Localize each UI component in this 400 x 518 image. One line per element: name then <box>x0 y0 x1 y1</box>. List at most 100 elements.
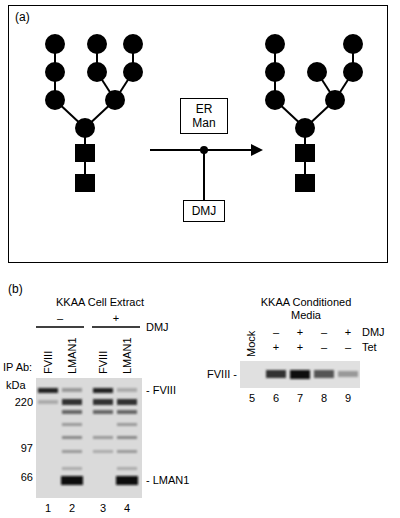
band-label: - FVIII <box>146 384 176 397</box>
band <box>117 423 137 426</box>
band <box>117 450 137 453</box>
marker-size: 220 <box>15 396 33 409</box>
band <box>93 450 113 453</box>
mannose <box>46 63 64 81</box>
band <box>290 370 310 379</box>
lane-number: 3 <box>100 502 106 515</box>
treatment-sign: + <box>113 312 119 325</box>
band <box>314 370 334 378</box>
band <box>62 423 82 426</box>
inhibitor-dot <box>200 146 208 154</box>
treatment-sign: – <box>273 326 279 339</box>
band <box>38 388 58 393</box>
band <box>338 371 358 377</box>
axis-unit: kDa <box>6 379 26 392</box>
band <box>117 436 137 439</box>
band <box>93 436 113 439</box>
glcnac <box>76 145 94 161</box>
band <box>62 450 82 453</box>
mannose <box>326 91 344 109</box>
marker-size: 66 <box>21 471 33 484</box>
row-label: IP Ab: <box>3 361 32 374</box>
mannose <box>344 63 362 81</box>
blot-bands <box>266 370 358 379</box>
band <box>117 388 137 392</box>
node-text: ER Man <box>187 102 221 130</box>
mannose <box>266 91 284 109</box>
gel-bands <box>38 388 138 485</box>
treatment-sign: – <box>321 341 327 354</box>
treatment-sign: + <box>273 341 279 354</box>
panel-heading: KKAA Conditioned Media <box>248 296 364 322</box>
treatment-sign: – <box>57 312 63 325</box>
band-label: - LMAN1 <box>146 474 189 487</box>
treatment-sign: + <box>297 326 303 339</box>
lane-group-bar <box>92 326 140 328</box>
lane-number: 4 <box>124 502 130 515</box>
mannose <box>88 35 106 53</box>
band <box>116 476 138 485</box>
lane-number: 5 <box>249 392 255 405</box>
mannose <box>46 35 64 53</box>
lane-label: LMAN1 <box>121 337 134 374</box>
mannose <box>266 35 284 53</box>
panel-label: (b) <box>8 283 23 296</box>
lane-number: 1 <box>45 502 51 515</box>
glycan-right <box>266 35 362 191</box>
panel-frame: (a) ER ManDMJ <box>8 5 388 263</box>
treatment-name: DMJ <box>362 326 385 339</box>
glcnac <box>76 175 94 191</box>
band-label: FVIII - <box>207 368 237 381</box>
mannose <box>88 63 106 81</box>
node-text: (a) <box>15 10 381 24</box>
lane-label: FVIII <box>97 351 110 374</box>
band <box>62 436 82 439</box>
band <box>266 370 286 378</box>
lane-label: LMAN1 <box>66 337 79 374</box>
inhibitor-box: DMJ <box>183 200 226 222</box>
lane-number: 9 <box>345 392 351 405</box>
glcnac <box>296 175 314 191</box>
band <box>38 400 58 404</box>
mannose <box>106 91 124 109</box>
treatment-name: DMJ <box>146 321 169 334</box>
lane-label: Mock <box>245 331 258 357</box>
enzyme-box: ER Man <box>180 98 228 134</box>
band <box>93 410 113 414</box>
treatment-sign: + <box>345 326 351 339</box>
band <box>62 399 82 405</box>
mannose <box>76 119 94 137</box>
lane-label: FVIII <box>42 351 55 374</box>
arrow-head <box>251 144 263 156</box>
lane-group-bar <box>36 326 84 328</box>
band <box>117 399 137 405</box>
band <box>62 388 82 392</box>
mannose <box>308 63 326 81</box>
band <box>93 399 113 405</box>
band <box>117 467 137 470</box>
treatment-sign: – <box>321 326 327 339</box>
mannose <box>46 91 64 109</box>
band <box>62 410 82 414</box>
gel <box>36 378 142 498</box>
inhibitor-line <box>203 150 205 200</box>
lane-number: 2 <box>69 502 75 515</box>
marker-size: 97 <box>21 442 33 455</box>
lane-number: 8 <box>321 392 327 405</box>
band <box>62 467 82 470</box>
glcnac <box>296 145 314 161</box>
mannose <box>266 63 284 81</box>
mannose <box>124 63 142 81</box>
treatment-name: Tet <box>362 341 377 354</box>
band <box>61 476 83 485</box>
blot <box>240 361 360 388</box>
node-text: DMJ <box>192 204 217 218</box>
treatment-sign: – <box>345 341 351 354</box>
lane-number: 7 <box>297 392 303 405</box>
mannose <box>296 119 314 137</box>
mannose <box>124 35 142 53</box>
treatment-sign: + <box>297 341 303 354</box>
